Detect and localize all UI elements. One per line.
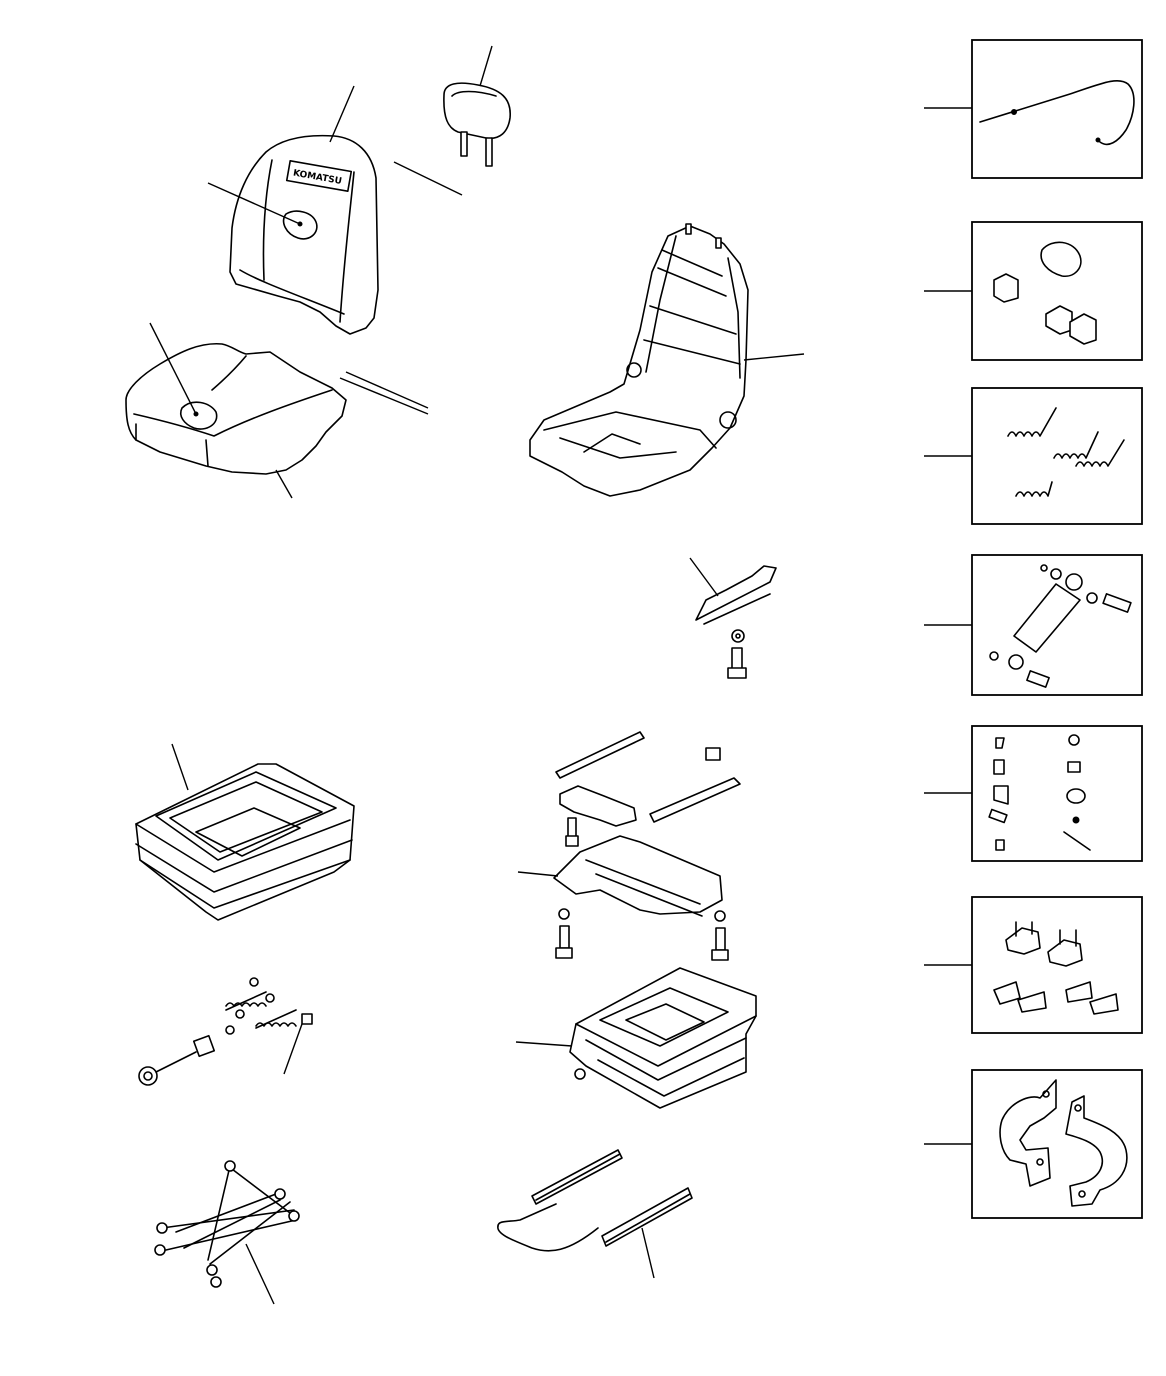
headrest <box>443 45 511 167</box>
spring-knob-assembly <box>138 977 313 1086</box>
seat-pan <box>135 743 355 921</box>
inset-strap-clips <box>924 896 1143 1034</box>
headrest-axis-line <box>393 161 463 196</box>
seat-back-logo: KOMATSU <box>285 159 353 193</box>
slide-rails <box>497 1149 693 1279</box>
seat-frame <box>529 223 805 497</box>
seat-cushion <box>125 322 347 499</box>
suspension-base <box>515 967 757 1109</box>
pan-mounting-brackets <box>517 731 741 961</box>
slide-bracket <box>689 557 777 679</box>
inset-damper <box>924 554 1143 696</box>
scissor-linkage <box>154 1160 300 1305</box>
seat-back-cover: KOMATSU <box>207 85 379 335</box>
inset-tension-springs <box>924 387 1143 525</box>
seat-back-axis-lines <box>339 371 429 415</box>
inset-small-hardware <box>924 725 1143 862</box>
inset-cable-assembly <box>924 39 1143 179</box>
inset-strap-brackets <box>924 1069 1143 1219</box>
inset-cushion-stoppers <box>924 221 1143 361</box>
